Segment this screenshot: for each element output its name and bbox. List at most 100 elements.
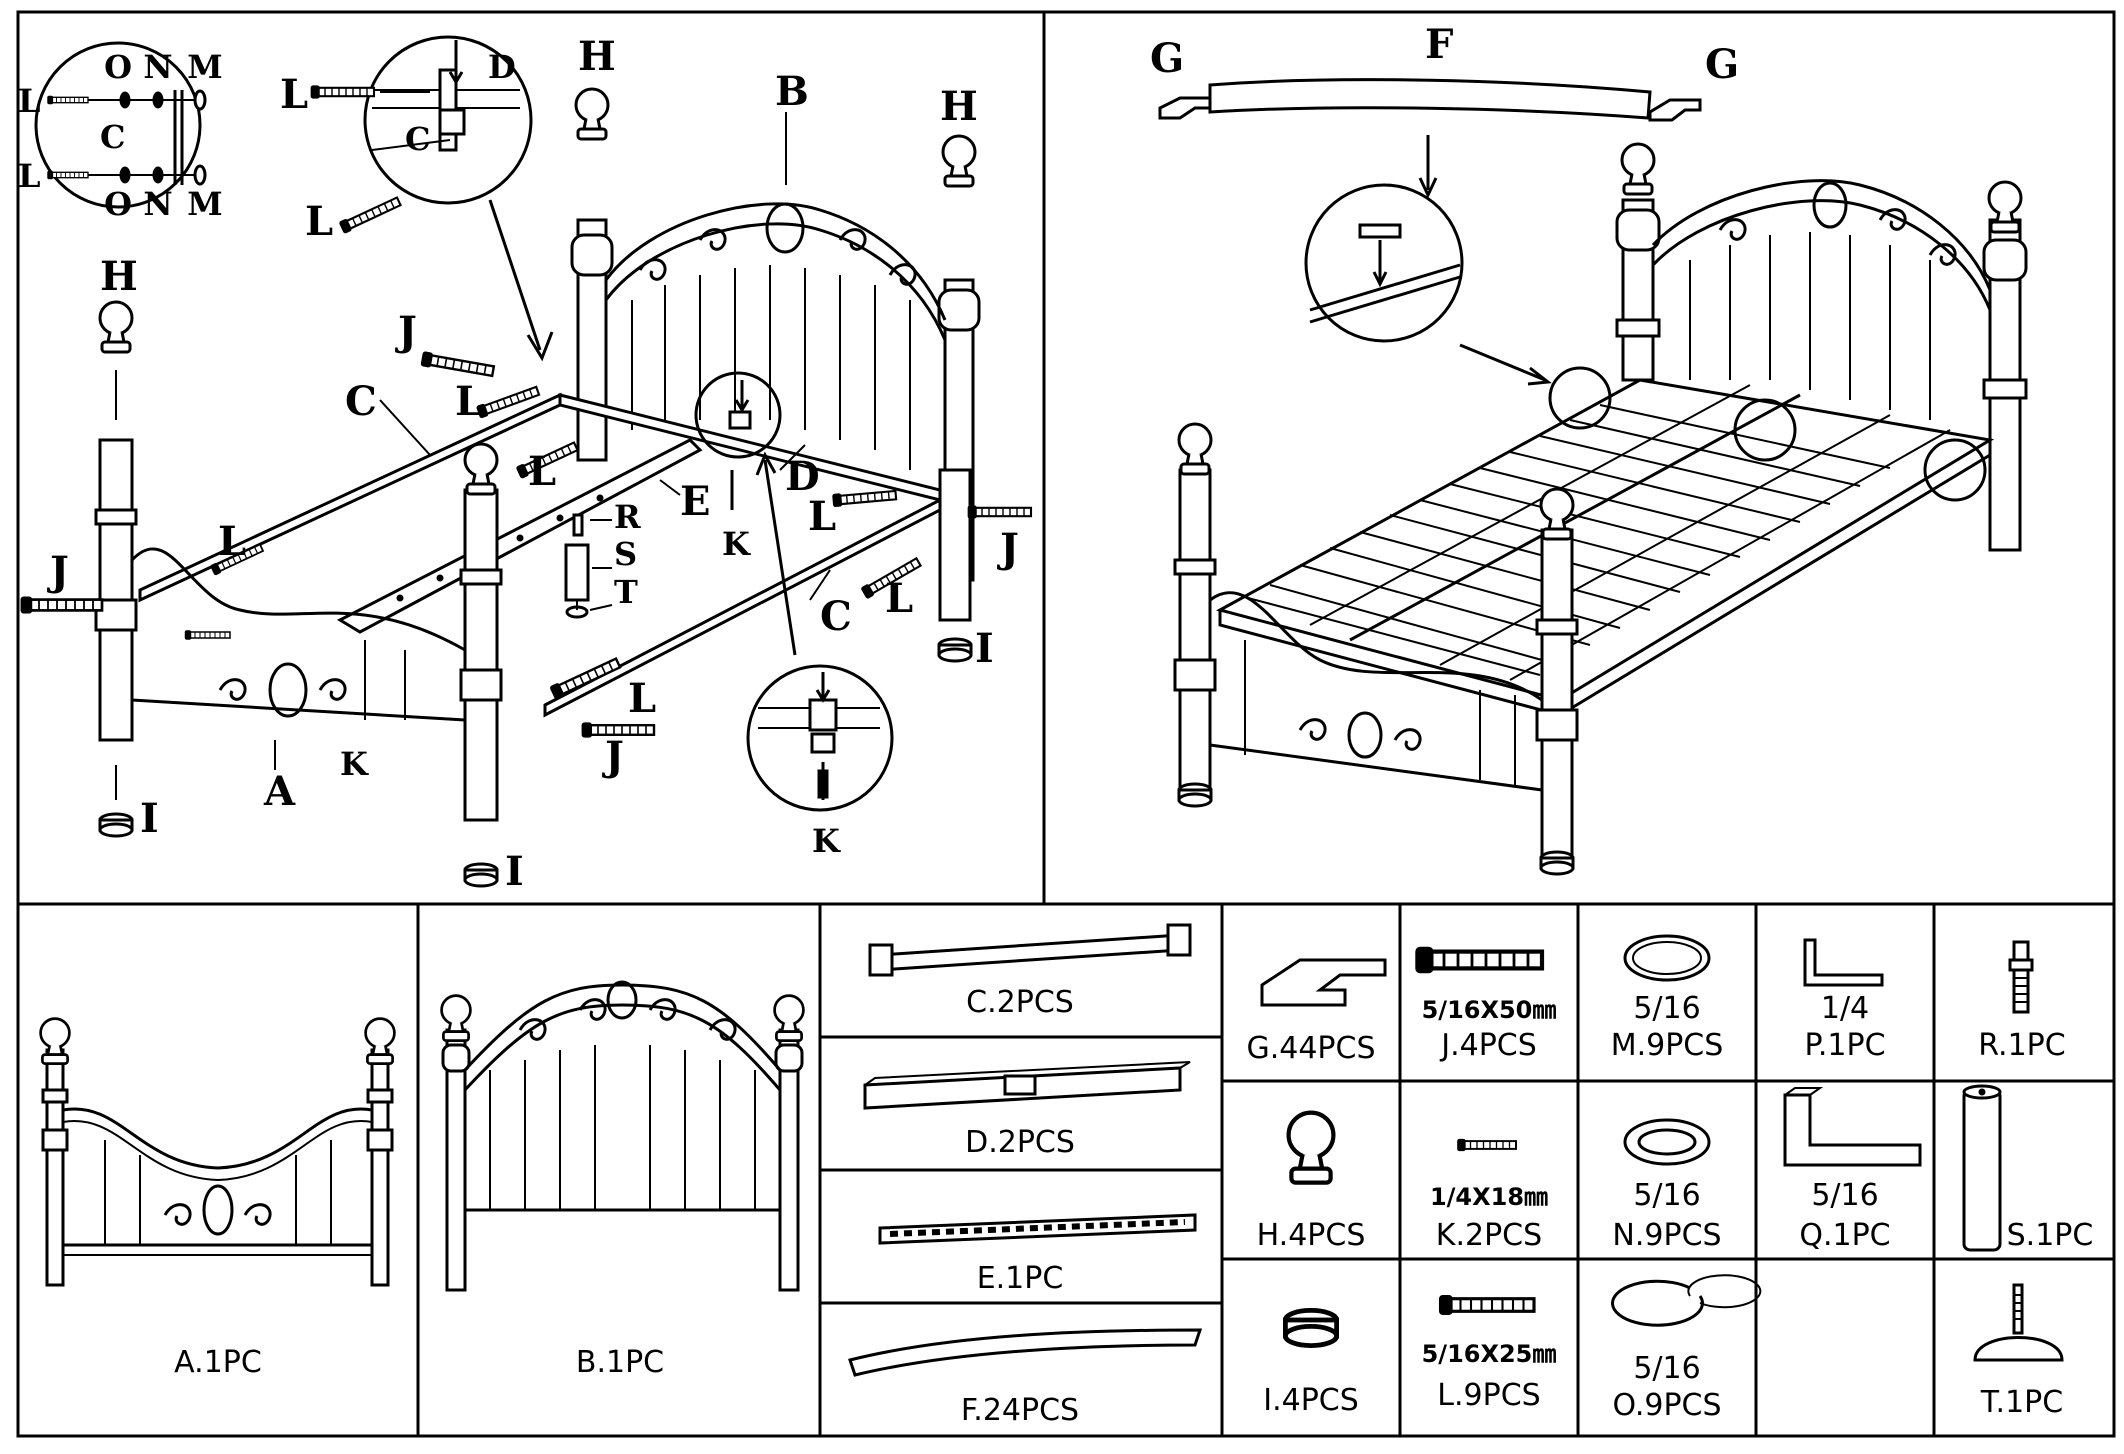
label-L: L <box>808 493 836 540</box>
label-K: K <box>722 525 751 563</box>
label-N: N <box>143 48 172 86</box>
part-label: I.4PCS <box>1263 1383 1359 1418</box>
part-T-cell: T.1PC <box>1973 1283 2064 1420</box>
part-label: J.4PCS <box>1439 1028 1537 1063</box>
bracket-G <box>1648 98 1702 122</box>
label-G: G <box>1150 35 1184 82</box>
part-G-cell: G.44PCS <box>1246 958 1387 1066</box>
part-size: 5/16 <box>1811 1178 1878 1213</box>
part-label: G.44PCS <box>1246 1031 1375 1066</box>
part-K-cell: 1/4X18㎜ K.2PCS <box>1430 1138 1548 1253</box>
label-T: T <box>614 573 638 611</box>
part-I-cell: I.4PCS <box>1263 1310 1359 1418</box>
part-label: K.2PCS <box>1436 1218 1542 1253</box>
label-L: L <box>218 518 246 565</box>
part-O-cell: 5/16 O.9PCS <box>1611 1274 1762 1423</box>
label-M: M <box>187 48 222 86</box>
part-label: T.1PC <box>1980 1385 2063 1420</box>
label-L: L <box>305 198 333 245</box>
part-label: E.1PC <box>977 1261 1064 1296</box>
part-label: M.9PCS <box>1611 1028 1724 1063</box>
label-C: C <box>405 120 430 158</box>
part-size: 5/16 <box>1633 991 1700 1026</box>
label-L: L <box>280 71 308 118</box>
label-C: C <box>820 593 852 640</box>
part-P-cell: 1/4 P.1PC <box>1803 938 1886 1063</box>
label-D: D <box>785 453 820 500</box>
part-label: F.24PCS <box>961 1393 1079 1428</box>
label-G: G <box>1705 41 1739 88</box>
label-J: J <box>47 548 69 595</box>
footboard-A: A H I I K <box>94 253 524 895</box>
center-leg-R-S-T: R S T <box>564 498 641 619</box>
label-E: E <box>680 478 711 525</box>
part-D-cell: D.2PCS <box>863 1061 1191 1160</box>
assembly-left: O N M O N M L L C D C L L <box>18 33 1033 895</box>
side-rail-C-right: C <box>543 497 942 718</box>
label-L: L <box>528 448 556 495</box>
part-A-cell: A.1PC <box>39 1017 396 1380</box>
part-label: R.1PC <box>1978 1028 2065 1063</box>
label-I: I <box>975 625 994 672</box>
part-label: S.1PC <box>2007 1218 2094 1253</box>
part-size: 5/16X50㎜ <box>1422 996 1557 1024</box>
part-J-cell: 5/16X50㎜ J.4PCS <box>1416 947 1556 1063</box>
part-R-cell: R.1PC <box>1978 940 2066 1063</box>
part-L-cell: 5/16X25㎜ L.9PCS <box>1422 1293 1556 1413</box>
part-H-cell: H.4PCS <box>1257 1113 1366 1253</box>
label-B: B <box>775 68 809 115</box>
part-label: A.1PC <box>174 1345 262 1380</box>
label-L: L <box>455 378 483 425</box>
label-C: C <box>345 378 377 425</box>
label-I: I <box>505 848 524 895</box>
part-label: H.4PCS <box>1257 1218 1366 1253</box>
detail-circle-bolt-washers: O N M O N M L L C <box>18 41 223 223</box>
label-L: L <box>885 575 913 622</box>
slat-F <box>1208 78 1652 120</box>
label-S: S <box>614 535 637 573</box>
part-label: B.1PC <box>576 1345 664 1380</box>
label-O: O <box>104 185 132 223</box>
part-M-cell: 5/16 M.9PCS <box>1611 934 1724 1063</box>
sheet-frame <box>16 10 2116 1438</box>
part-label: L.9PCS <box>1437 1378 1540 1413</box>
label-F: F <box>1425 21 1453 68</box>
label-R: R <box>614 498 641 536</box>
part-label: Q.1PC <box>1799 1218 1890 1253</box>
label-O: O <box>104 48 132 86</box>
label-H: H <box>578 33 616 80</box>
label-C: C <box>100 118 125 156</box>
part-N-cell: 5/16 N.9PCS <box>1612 1118 1722 1253</box>
label-A: A <box>263 768 296 815</box>
label-D: D <box>488 48 516 86</box>
label-H: H <box>100 253 138 300</box>
part-size: 5/16 <box>1633 1178 1700 1213</box>
part-label: D.2PCS <box>965 1125 1075 1160</box>
center-rail-D-E: E D <box>336 393 942 634</box>
part-size: 1/4 <box>1821 991 1869 1026</box>
label-H: H <box>940 83 978 130</box>
part-label: O.9PCS <box>1612 1388 1721 1423</box>
part-C-cell: C.2PCS <box>868 923 1192 1020</box>
part-E-cell: E.1PC <box>878 1213 1197 1296</box>
part-F-cell: F.24PCS <box>848 1328 1203 1428</box>
label-K: K <box>340 745 369 783</box>
bracket-G <box>1158 96 1212 120</box>
part-size: 1/4X18㎜ <box>1430 1183 1548 1211</box>
label-L: L <box>628 675 656 722</box>
part-label: N.9PCS <box>1612 1218 1721 1253</box>
part-label: C.2PCS <box>966 985 1074 1020</box>
label-J: J <box>997 525 1019 572</box>
parts-list: A.1PC B.1PC <box>39 904 2114 1436</box>
part-Q-cell: 5/16 Q.1PC <box>1783 1087 1922 1253</box>
detail-circle-rail-bracket: D C <box>363 35 533 205</box>
part-B-cell: B.1PC <box>440 980 805 1380</box>
label-M: M <box>187 185 222 223</box>
label-K: K <box>812 822 841 860</box>
part-size: 5/16 <box>1633 1351 1700 1386</box>
label-J: J <box>602 733 624 780</box>
label-J: J <box>395 308 417 355</box>
label-I: I <box>140 795 159 842</box>
part-S-cell: S.1PC <box>1962 1084 2094 1253</box>
